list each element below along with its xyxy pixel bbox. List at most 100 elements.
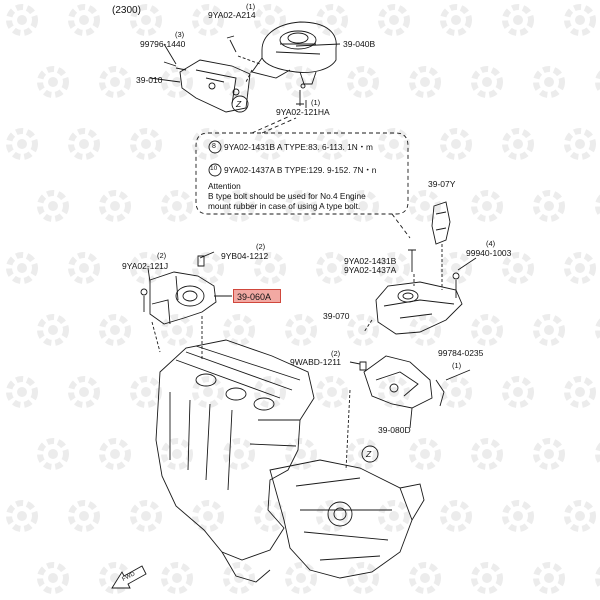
watermark-gear-icon [161, 562, 193, 594]
label-39-080d[interactable]: 39-080D [378, 425, 411, 435]
watermark-gear-icon [409, 66, 441, 98]
watermark-gear-icon [533, 314, 565, 346]
bracket-39-010 [179, 59, 251, 113]
watermark-gear-icon [378, 252, 410, 284]
watermark-gear-icon [316, 4, 348, 36]
watermark-gear-icon [37, 314, 69, 346]
part-39-07y [431, 201, 451, 245]
watermark-gear-icon [347, 66, 379, 98]
view-z-top: Z [236, 99, 242, 109]
watermark-gear-icon [564, 500, 596, 532]
qty-1211: (2) [331, 349, 341, 358]
watermark-gear-icon [6, 500, 38, 532]
label-39-010[interactable]: 39-010 [136, 75, 163, 85]
qty-a214: (1) [246, 2, 256, 11]
callout-note-line2: mount rubber in case of using A type bol… [208, 201, 361, 211]
watermark-gear-icon [6, 252, 38, 284]
watermark-gear-icon [161, 190, 193, 222]
watermark-gear-icon [223, 314, 255, 346]
label-9ya02-a214[interactable]: 9YA02-A214 [208, 10, 256, 20]
watermark-gear-icon [254, 376, 286, 408]
engine-block [155, 339, 315, 583]
watermark-gear-icon [99, 438, 131, 470]
watermark-gear-icon [285, 438, 317, 470]
watermark-gear-icon [6, 376, 38, 408]
watermark-gear-icon [471, 66, 503, 98]
watermark-gear-icon [223, 438, 255, 470]
variant-title: (2300) [112, 5, 141, 16]
watermark-gear-icon [347, 190, 379, 222]
watermark-gear-icon [564, 252, 596, 284]
label-9ya02-121ha[interactable]: 9YA02-121HA [276, 107, 330, 117]
left-mount-39-060a [140, 255, 217, 325]
label-9wabd-1211[interactable]: 9WABD-1211 [290, 357, 342, 367]
watermark-gear-icon [440, 376, 472, 408]
watermark-gear-icon [285, 314, 317, 346]
callout-row1-num: 8 [212, 143, 216, 150]
watermark-gear-icon [192, 500, 224, 532]
watermark-gear-icon [37, 66, 69, 98]
label-9yb04-1212[interactable]: 9YB04-1212 [221, 251, 269, 261]
watermark-gear-icon [347, 438, 379, 470]
watermark-gear-icon [502, 376, 534, 408]
watermark-gear-icon [440, 128, 472, 160]
label-9ya02-121j[interactable]: 9YA02-121J [122, 261, 169, 271]
fwd-arrow [111, 565, 147, 589]
callout-note-line1: B type bolt should be used for No.4 Engi… [208, 191, 366, 201]
qty-0235: (1) [452, 361, 462, 370]
highlight-39-060a[interactable]: 39-060A [233, 289, 281, 303]
label-99940-1003[interactable]: 99940-1003 [466, 248, 512, 258]
watermark-gear-icon [254, 128, 286, 160]
watermark-gear-icon [68, 4, 100, 36]
watermark-gear-icon [564, 376, 596, 408]
watermark-gear-icon [471, 562, 503, 594]
watermark-gear-icon [6, 128, 38, 160]
watermark-gear-icon [130, 500, 162, 532]
watermark-gear-icon [37, 562, 69, 594]
watermark-gear-icon [68, 252, 100, 284]
label-9ya02-1431b[interactable]: 9YA02-1431B [344, 256, 397, 266]
watermark-gear-icon [502, 4, 534, 36]
watermark-gear-icon [285, 562, 317, 594]
watermark-gear-icon [409, 562, 441, 594]
label-99784-0235[interactable]: 99784-0235 [438, 348, 484, 358]
label-9ya02-1437a[interactable]: 9YA02-1437A [344, 265, 397, 275]
watermark-gear-icon [347, 314, 379, 346]
watermark-gear-icon [192, 4, 224, 36]
watermark-gear-icon [161, 438, 193, 470]
watermark-gear-icon [533, 438, 565, 470]
watermark-gear-icon [347, 562, 379, 594]
transmission [269, 459, 425, 579]
callout-row2-text: 9YA02-1437A B TYPE:129. 9-152. 7N・n [224, 165, 377, 175]
watermark-gear-icon [130, 128, 162, 160]
label-39-07y[interactable]: 39-07Y [428, 179, 456, 189]
watermark-gear-icon [285, 190, 317, 222]
watermark-gear-icon [223, 190, 255, 222]
watermark-gear-icon [99, 190, 131, 222]
watermark-gear-icon [192, 376, 224, 408]
watermark-gear-icon [37, 190, 69, 222]
callout-row1-text: 9YA02-1431B A TYPE:83. 6-113. 1N・m [224, 142, 373, 152]
label-39-070[interactable]: 39-070 [323, 311, 350, 321]
qty-1440: (3) [175, 30, 185, 39]
watermark-gear-icon [316, 376, 348, 408]
watermark-gear-icon [68, 500, 100, 532]
label-39-040b[interactable]: 39-040B [343, 39, 376, 49]
watermark-gear-icon [564, 128, 596, 160]
watermark-gear-icon [440, 252, 472, 284]
label-99796-1440[interactable]: 99796-1440 [140, 39, 186, 49]
watermark-gear-icon [316, 252, 348, 284]
qty-121j: (2) [157, 251, 167, 260]
watermark-gear-icon [192, 128, 224, 160]
bracket-39-080d [363, 355, 445, 409]
watermark-gear-icon [471, 314, 503, 346]
watermark-gear-icon [502, 128, 534, 160]
watermark-gear-icon [285, 66, 317, 98]
watermark-gear-icon [37, 438, 69, 470]
qty-1003: (4) [486, 239, 496, 248]
watermark-gear-icon [161, 314, 193, 346]
watermark-gear-icon [533, 190, 565, 222]
callout-row2-num: 10 [210, 165, 218, 172]
